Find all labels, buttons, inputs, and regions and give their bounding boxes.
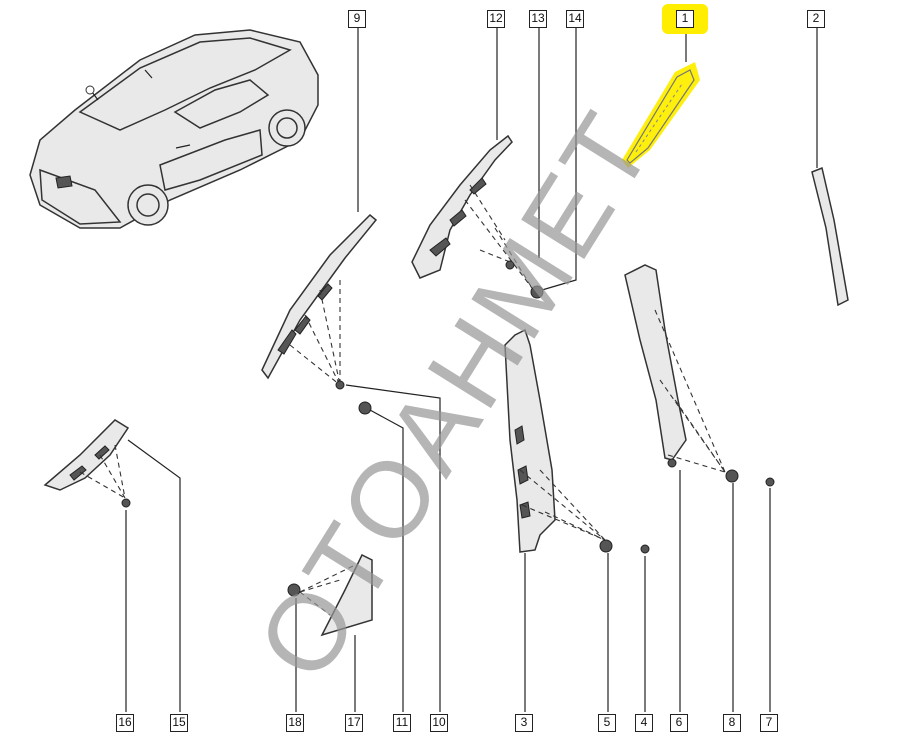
callout-1: 1 [676, 10, 694, 28]
part-17-triangle [299, 553, 373, 637]
callout-11: 11 [393, 714, 411, 732]
part-15-trim [43, 419, 130, 499]
callout-2: 2 [807, 10, 825, 28]
callout-12: 12 [487, 10, 505, 28]
callout-18: 18 [286, 714, 304, 732]
callout-5: 5 [598, 714, 616, 732]
callout-16: 16 [116, 714, 134, 732]
callout-7: 7 [760, 714, 778, 732]
callout-3: 3 [515, 714, 533, 732]
callout-13: 13 [529, 10, 547, 28]
part-6-pillar [624, 264, 726, 473]
callout-9: 9 [348, 10, 366, 28]
part-1-highlighted-trim [622, 62, 700, 168]
callout-6: 6 [670, 714, 688, 732]
part-3-pillar [504, 328, 606, 553]
callout-10: 10 [430, 714, 448, 732]
car-illustration [29, 29, 319, 229]
part-12-trim [411, 134, 533, 289]
callout-14: 14 [566, 10, 584, 28]
fasteners [121, 260, 775, 597]
part-9-trim [261, 213, 378, 386]
part-2-strip [811, 166, 849, 307]
callout-4: 4 [635, 714, 653, 732]
callout-8: 8 [723, 714, 741, 732]
callout-15: 15 [170, 714, 188, 732]
callout-17: 17 [345, 714, 363, 732]
